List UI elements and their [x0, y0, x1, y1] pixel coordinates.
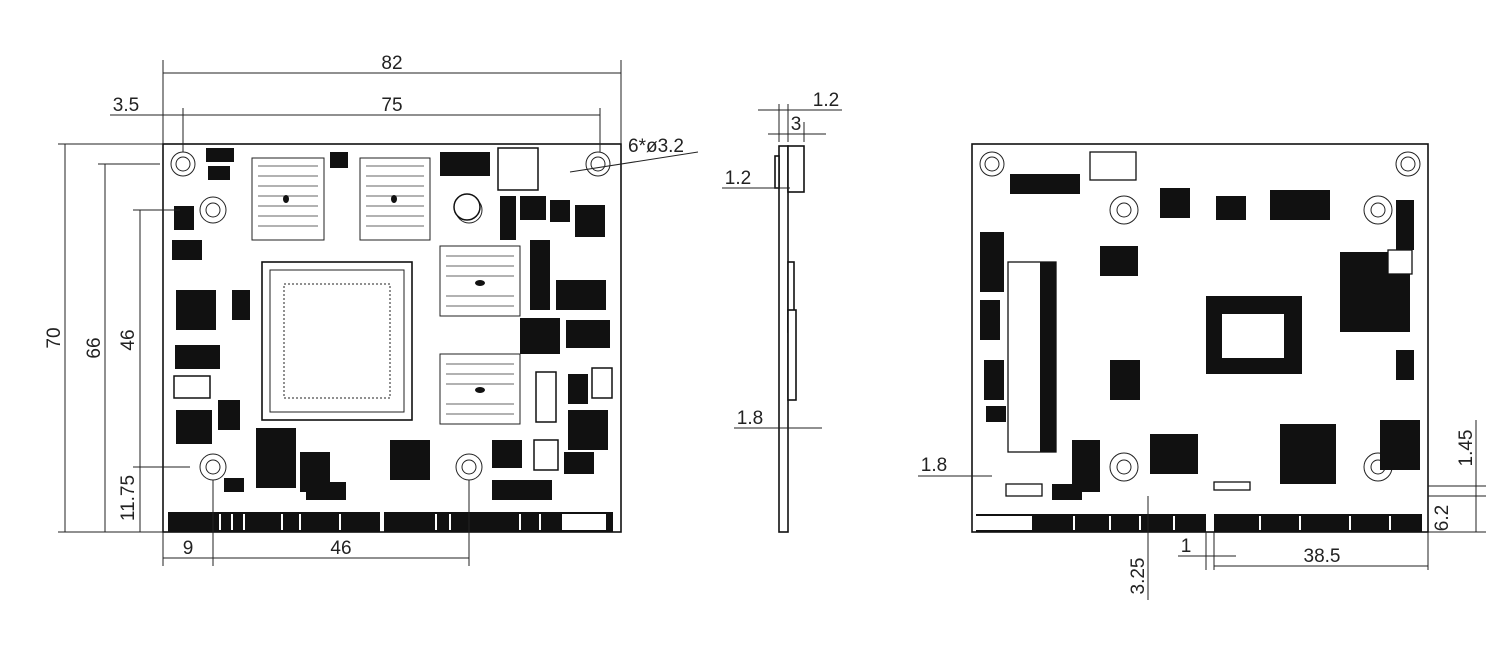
dim-side-bottom: 1.8: [737, 408, 763, 429]
front-memory-chips: [251, 157, 521, 425]
dim-back-right-bottom: 6.2: [1432, 505, 1453, 531]
dim-side-thick-comp: 3: [791, 114, 802, 135]
dim-back-bottom-gap: 1: [1181, 536, 1192, 557]
dim-front-width-total: 82: [381, 53, 402, 74]
front-dimensions: 82 75 3.5 6*ø3.2 70 66 46 11.75 9 46: [44, 53, 699, 566]
dim-back-notch: 1.8: [921, 455, 947, 476]
side-view: 1.2 3 1.2 1.8: [722, 90, 842, 533]
front-edge-connector: [168, 512, 613, 532]
dim-front-height-holes: 66: [84, 337, 105, 358]
back-edge-connector: [976, 514, 1422, 532]
dim-back-right-top: 1.45: [1456, 430, 1477, 467]
front-components: [172, 147, 613, 500]
dim-front-height-low: 11.75: [118, 475, 139, 521]
front-soc: [261, 261, 413, 421]
back-view: [971, 143, 1429, 533]
dim-front-height-mid: 46: [118, 329, 139, 350]
mounting-hole-icon: [979, 151, 1421, 482]
dim-front-width-holes: 75: [381, 95, 402, 116]
back-components: [980, 151, 1420, 500]
dim-front-bottom-mid: 46: [330, 538, 351, 559]
dim-front-holes-label: 6*ø3.2: [628, 136, 684, 157]
dim-side-board: 1.2: [725, 168, 751, 189]
dim-back-bottom-right: 38.5: [1304, 546, 1341, 567]
back-dimensions: 1.8 1.45 6.2 3.25 1 38.5: [918, 420, 1486, 600]
front-view: [162, 143, 622, 533]
dim-back-bottom-left: 3.25: [1128, 558, 1149, 595]
dim-front-height-total: 70: [44, 327, 65, 348]
dim-side-thick-top: 1.2: [813, 90, 839, 111]
dim-front-edge-offset: 3.5: [113, 95, 139, 116]
dim-front-bottom-left: 9: [183, 538, 194, 559]
